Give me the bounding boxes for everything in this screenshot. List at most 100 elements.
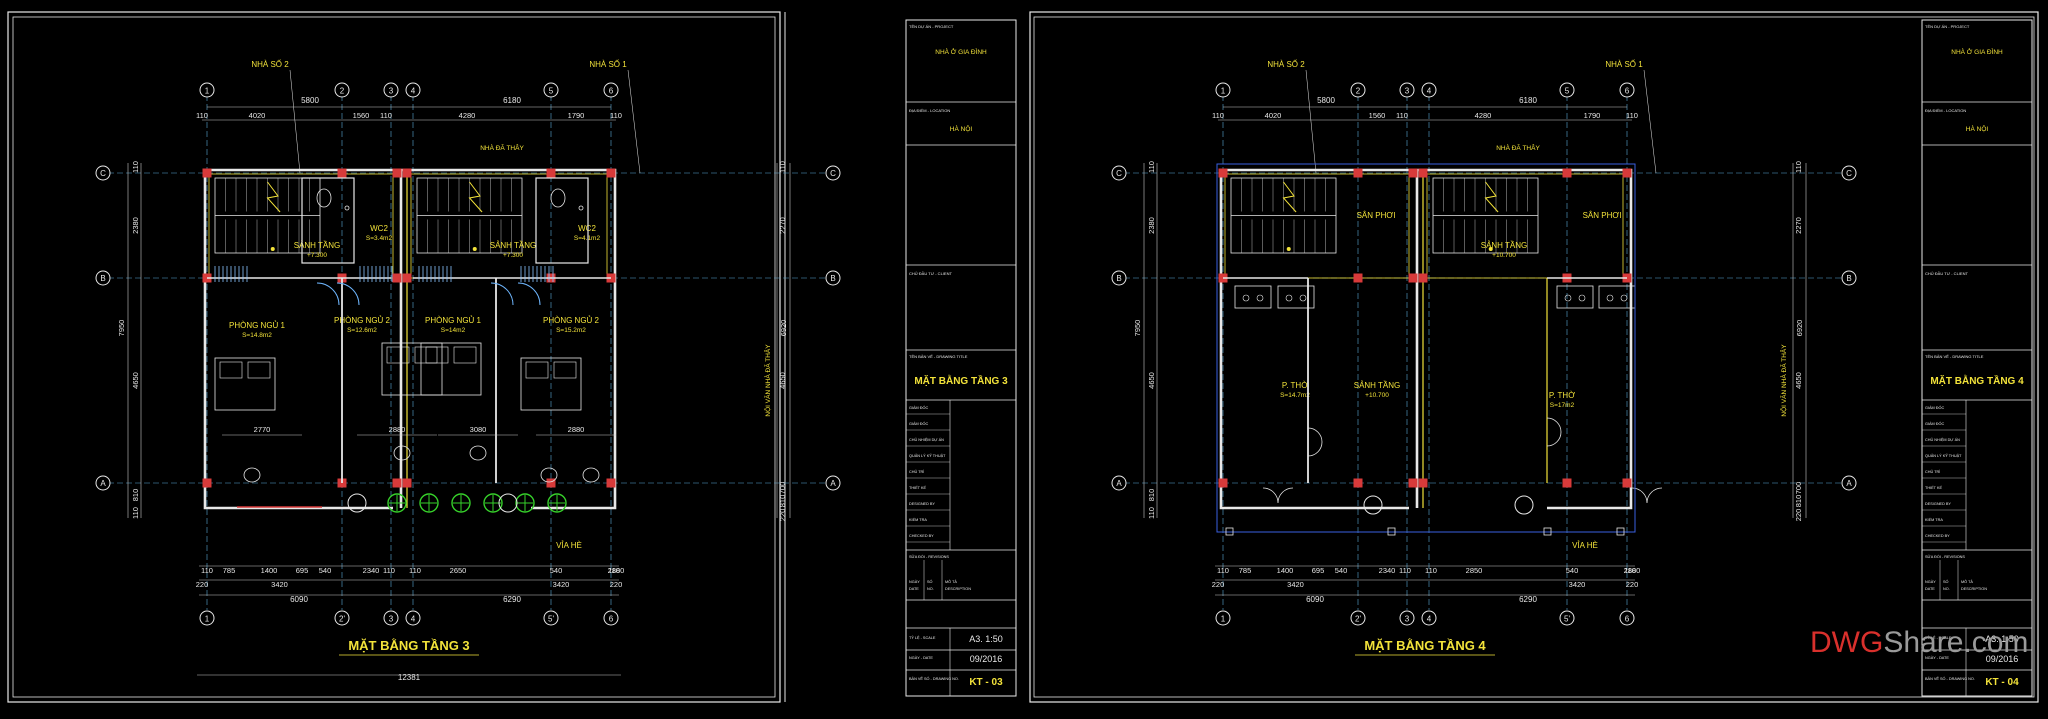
structural-column — [1353, 273, 1363, 283]
axis-bubble-top — [1399, 82, 1415, 98]
structural-column — [402, 273, 412, 283]
sheet-no-value: KT - 04 — [1985, 677, 2019, 688]
location-value: HÀ NỘI — [950, 124, 973, 133]
dim-text-vertical: 2380 — [1147, 217, 1156, 234]
exterior-wall — [203, 168, 617, 510]
annotation-neighbor: NHÀ ĐÃ THÂY — [1496, 143, 1540, 152]
plan-title: MẶT BẰNG TẦNG 3 — [348, 638, 469, 653]
dim-text-vertical: 700 — [1794, 482, 1803, 495]
scale-label: TỶ LỆ - SCALE — [1925, 635, 1952, 640]
door-swing-icon — [316, 282, 340, 306]
axis-bubble-left — [1111, 165, 1127, 181]
room-name: SÂN PHƠI — [1357, 211, 1396, 220]
dim-text: 6180 — [503, 96, 521, 105]
dim-text: 1790 — [1584, 111, 1601, 120]
chair-icon — [540, 467, 558, 483]
rev-value: DESCRIPTION — [1961, 587, 1987, 591]
dim-text: 3420 — [553, 580, 570, 589]
dim-text: 5800 — [1317, 96, 1335, 105]
plan-title: MẶT BẰNG TẦNG 4 — [1364, 638, 1486, 653]
stair-arrow-dot — [1488, 247, 1493, 251]
room-name: PHÒNG NGỦ 2 — [543, 316, 600, 325]
sheet-2-inner-frame — [1033, 16, 2035, 698]
room-area: S=12.6m2 — [347, 327, 377, 334]
sink-icon — [1277, 285, 1315, 309]
axis-label-bottom: 6 — [1625, 615, 1630, 624]
structural-column — [1408, 273, 1418, 283]
room-area: S=14.8m2 — [242, 332, 272, 339]
axis-bubble-top — [1559, 82, 1575, 98]
sheet-2-frame — [1029, 11, 2039, 703]
staff-label: KIỂM TRA — [909, 517, 927, 522]
dim-text: 2880 — [1624, 566, 1641, 575]
staff-label: CHECKED BY — [1925, 534, 1950, 538]
pillow-icon — [525, 361, 549, 379]
room-name: WC2 — [578, 224, 596, 233]
room-area: S=14.7m2 — [1280, 392, 1310, 399]
dim-text: 110 — [1425, 566, 1437, 575]
structural-column — [606, 168, 616, 178]
neighbor-label: NHÀ SỐ 2 — [251, 59, 289, 69]
dim-text: 110 — [1212, 111, 1224, 120]
structural-column — [1408, 168, 1418, 178]
dim-text: 110 — [1626, 111, 1638, 120]
staff-label: THIẾT KẾ — [909, 485, 926, 490]
dim-text-vertical: 6920 — [1795, 320, 1804, 337]
axis-bubble-bottom — [1559, 610, 1575, 626]
dim-text-overall: 12381 — [398, 673, 421, 682]
axis-bubble-top — [383, 82, 399, 98]
room-name: P. THỜ — [1549, 391, 1575, 400]
axis-bubble-top — [334, 82, 350, 98]
dim-text: 540 — [319, 566, 332, 575]
structural-column — [202, 168, 212, 178]
axis-bubble-top — [199, 82, 215, 98]
planter-tree-icon — [387, 493, 407, 513]
dim-text: 695 — [296, 566, 309, 575]
staff-label: DESIGNED BY — [1925, 502, 1951, 506]
dim-text: 785 — [1239, 566, 1252, 575]
axis-label-bottom: 6 — [609, 615, 614, 624]
dim-text: 6180 — [1519, 96, 1537, 105]
rev-header: MÔ TẢ — [945, 579, 957, 584]
downspout-icon — [1616, 527, 1625, 536]
room-area: S=17m2 — [1550, 402, 1575, 409]
rev-value: NO. — [927, 587, 934, 591]
sink-icon — [1598, 285, 1636, 309]
dim-text: 6090 — [290, 595, 308, 604]
dim-text-vertical: 4650 — [1147, 372, 1156, 389]
pillow-icon — [425, 346, 449, 364]
dim-text-vertical: 810 — [778, 495, 787, 508]
axis-bubble-bottom — [1619, 610, 1635, 626]
structural-column — [1218, 168, 1228, 178]
sink-icon — [1556, 285, 1594, 309]
dim-text: 6290 — [503, 595, 521, 604]
dim-text: 110 — [1624, 566, 1636, 575]
burner-icon — [1256, 294, 1264, 302]
axis-bubble-left — [95, 165, 111, 181]
axis-label-top: 3 — [1405, 87, 1410, 96]
axis-label-left: A — [1116, 479, 1122, 488]
room-name: PHÒNG NGỦ 2 — [334, 316, 391, 325]
balcony-door-icon — [1262, 487, 1294, 504]
room-name: PHÒNG NGỦ 1 — [425, 316, 482, 325]
axis-label-top: 2 — [1356, 87, 1361, 96]
staff-label: QUẢN LÝ KỸ THUẬT — [909, 453, 946, 458]
neighbor-label: NHÀ SỐ 1 — [1605, 59, 1643, 69]
axis-bubble-right — [825, 165, 841, 181]
axis-label-right: B — [830, 274, 835, 283]
dim-text: 110 — [409, 566, 421, 575]
axis-label-left: C — [1116, 169, 1122, 178]
staff-label: GIÁM ĐỐC — [1925, 421, 1944, 426]
structural-column — [1622, 168, 1632, 178]
scale-label: TỶ LỆ - SCALE — [909, 635, 936, 640]
door-swing-icon — [517, 282, 541, 306]
axis-label-top: 1 — [205, 87, 210, 96]
room-name: SẢNH TẦNG — [1481, 240, 1528, 250]
planter-tree-icon — [515, 493, 535, 513]
dim-text-vertical: 810 — [131, 489, 140, 502]
downspout-icon — [1225, 527, 1234, 536]
pillow-icon — [386, 346, 410, 364]
structural-column — [1353, 168, 1363, 178]
burner-icon — [1285, 294, 1293, 302]
